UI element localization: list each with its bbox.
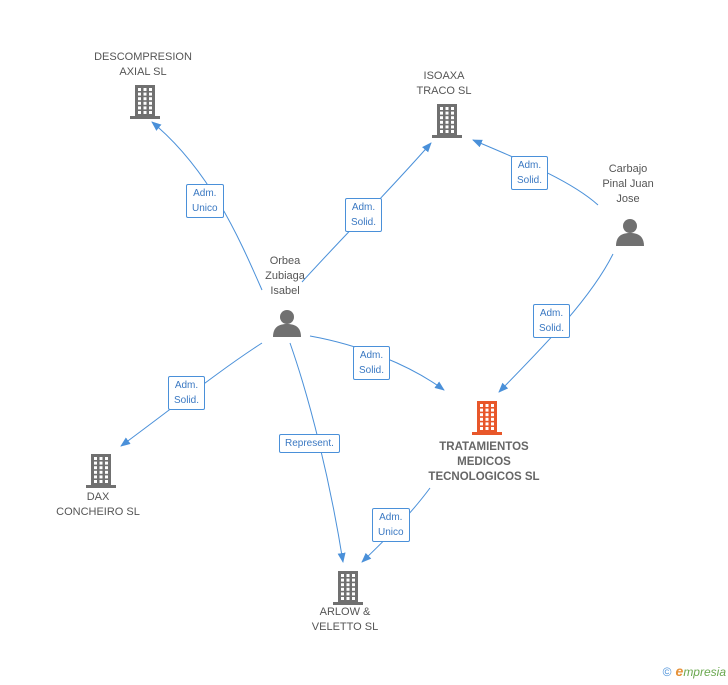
edge-label-line: Solid. — [539, 323, 565, 334]
node-label-line: MEDICOS — [457, 456, 511, 468]
edge-label-line: Solid. — [517, 175, 543, 186]
building-icon[interactable] — [130, 85, 160, 124]
node-label-dax[interactable]: DAX CONCHEIRO SL — [56, 490, 140, 520]
node-label-line: Carbajo — [608, 163, 648, 175]
person-icon[interactable] — [273, 309, 301, 342]
node-label-tratamientos[interactable]: TRATAMIENTOS MEDICOS TECNOLOGICOS SL — [428, 440, 539, 485]
node-label-line: CONCHEIRO SL — [56, 506, 140, 518]
node-label-descompresion[interactable]: DESCOMPRESION AXIAL SL — [94, 50, 192, 80]
edge-label-line: Adm. — [517, 160, 542, 171]
node-label-line: TRACO SL — [416, 85, 472, 97]
node-label-line: ISOAXA — [423, 70, 465, 82]
footer-credit: ©empresia — [663, 663, 726, 679]
node-label-line: Zubiaga — [265, 270, 305, 282]
node-label-line: VELETTO SL — [311, 621, 379, 633]
node-label-line: Orbea — [269, 255, 301, 267]
node-label-arlow[interactable]: ARLOW & VELETTO SL — [312, 605, 378, 635]
edge-label-line: Solid. — [174, 395, 200, 406]
edge-label-orbea-to-dax[interactable]: Adm. Solid. — [168, 376, 206, 410]
edge-label-orbea-to-arlow[interactable]: Represent. — [279, 434, 340, 453]
edge-label-line: Represent. — [285, 438, 334, 449]
edge-label-line: Unico — [378, 527, 404, 538]
node-label-line: Isabel — [270, 285, 300, 297]
brand-name: mpresia — [683, 665, 726, 679]
building-icon[interactable] — [472, 401, 502, 440]
building-icon[interactable] — [86, 454, 116, 493]
edge-label-line: Solid. — [359, 365, 385, 376]
node-label-line: DESCOMPRESION — [94, 51, 192, 63]
building-icon[interactable] — [432, 104, 462, 143]
person-icon[interactable] — [616, 218, 644, 251]
node-label-line: TECNOLOGICOS SL — [428, 471, 540, 483]
edge-label-orbea-to-tratamientos[interactable]: Adm. Solid. — [353, 346, 391, 380]
edge-label-line: Adm. — [539, 308, 564, 319]
edge-label-orbea-to-isoaxa[interactable]: Adm. Solid. — [345, 198, 383, 232]
edge-label-line: Unico — [192, 203, 218, 214]
building-icon[interactable] — [333, 571, 363, 610]
edge-label-line: Adm. — [193, 188, 217, 199]
edge-label-tratamientos-to-arlow[interactable]: Adm. Unico — [372, 508, 410, 542]
edge-label-carbajo-to-isoaxa[interactable]: Adm. Solid. — [511, 156, 549, 190]
edge-label-carbajo-to-tratamientos[interactable]: Adm. Solid. — [533, 304, 571, 338]
node-label-line: TRATAMIENTOS — [439, 441, 529, 453]
node-label-line: ARLOW & — [319, 606, 371, 618]
copyright-symbol: © — [662, 665, 672, 679]
edge-label-line: Adm. — [174, 380, 199, 391]
edge-label-line: Solid. — [351, 217, 377, 228]
edge-label-line: Adm. — [351, 202, 376, 213]
edge-label-line: Adm. — [379, 512, 403, 523]
node-label-line: Pinal Juan — [602, 178, 654, 190]
node-label-line: Jose — [616, 193, 640, 205]
brand-initial: e — [675, 663, 684, 679]
edge-label-line: Adm. — [359, 350, 384, 361]
edge-label-orbea-to-descompresion[interactable]: Adm. Unico — [186, 184, 224, 218]
node-label-isoaxa[interactable]: ISOAXA TRACO SL — [416, 69, 471, 99]
node-label-line: DAX — [86, 491, 110, 503]
node-label-line: AXIAL SL — [119, 66, 167, 78]
